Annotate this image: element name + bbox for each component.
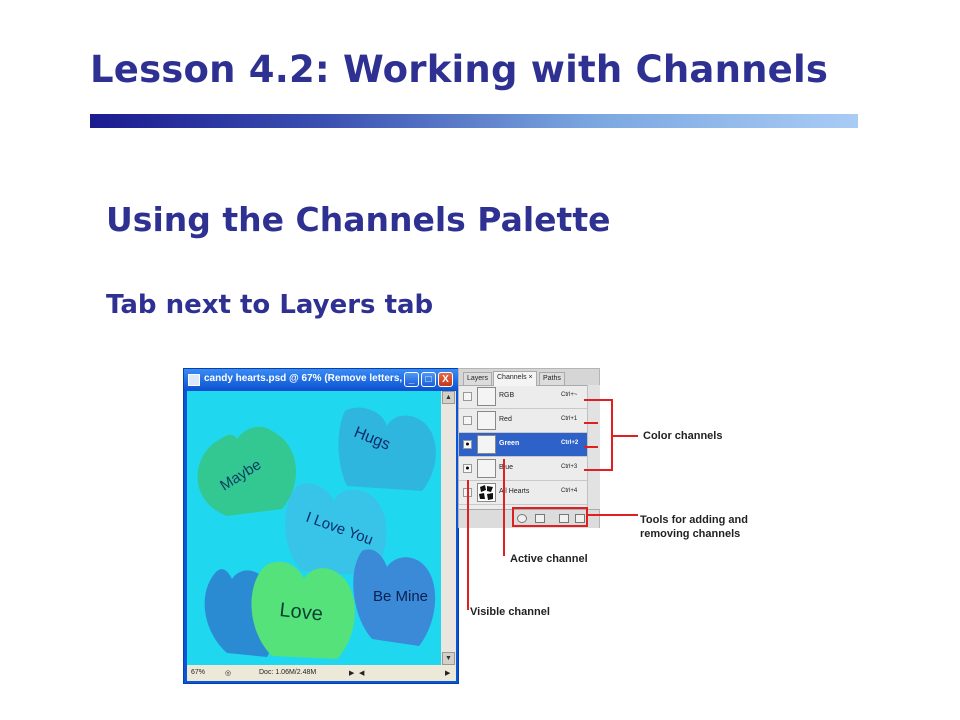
minimize-button[interactable]: _ [404,372,419,387]
candy-heart-hugs: Hugs [338,407,436,491]
tab-paths[interactable]: Paths [539,372,565,385]
load-selection-icon[interactable] [517,514,527,523]
channel-thumbnail [477,387,496,406]
candy-text-be-mine: Be Mine [373,588,428,605]
document-vertical-scrollbar[interactable]: ▲ ▼ [441,391,456,665]
annotation-color-channels: Color channels [643,430,723,442]
trash-icon[interactable] [575,514,585,523]
channel-row-red[interactable]: Red Ctrl+1 [459,409,587,433]
status-icon[interactable]: ◎ [225,670,232,677]
horizontal-scroll-left-icon[interactable]: ◀ [359,670,365,677]
channel-shortcut: Ctrl+4 [561,488,578,494]
channel-name: Red [499,416,512,423]
channel-thumbnail [477,483,496,502]
document-status-bar: 67% ◎ Doc: 1.06M/2.48M ▶ ◀ ▶ [187,665,456,681]
close-button[interactable]: X [438,372,453,387]
annotation-active-channel: Active channel [510,553,588,565]
tab-layers[interactable]: Layers [463,372,493,385]
document-titlebar[interactable]: candy hearts.psd @ 67% (Remove letters, … [184,369,458,391]
eye-icon[interactable]: ● [463,464,472,473]
candy-heart-love: Love [251,561,355,659]
document-title: candy hearts.psd @ 67% (Remove letters, … [204,373,402,384]
annotation-visible-channel: Visible channel [470,606,550,618]
new-channel-icon[interactable] [559,514,569,523]
tab-channels[interactable]: Channels × [493,371,537,386]
save-selection-icon[interactable] [535,514,545,523]
annotation-tools-line2: removing channels [640,528,741,540]
channel-shortcut: Ctrl+2 [561,440,579,446]
channel-name: Blue [499,464,514,471]
maximize-button[interactable]: □ [421,372,436,387]
slide-subtitle: Using the Channels Palette [106,200,611,239]
channels-palette: Layers Channels × Paths RGB Ctrl+~ Red C… [458,368,600,528]
zoom-level[interactable]: 67% [191,669,206,676]
horizontal-scroll-right-icon[interactable]: ▶ [445,670,451,677]
slide-title: Lesson 4.2: Working with Channels [90,48,829,91]
channel-row-blue[interactable]: ● Blue Ctrl+3 [459,457,587,481]
annotation-tools-line1: Tools for adding and [640,514,748,526]
channel-shortcut: Ctrl+~ [561,392,578,398]
channel-name: All Hearts [499,488,530,495]
scroll-down-icon[interactable]: ▼ [442,652,455,665]
channel-thumbnail [477,411,496,430]
channel-thumbnail [477,459,496,478]
visibility-toggle[interactable] [463,392,472,401]
eye-icon[interactable]: ● [463,440,472,449]
slide-bullet: Tab next to Layers tab [106,290,434,320]
candy-hearts-image: Maybe Hugs I Love You Be Mine Love [187,391,441,665]
document-size: Doc: 1.06M/2.48M [259,669,317,676]
status-arrow-icon[interactable]: ▶ [349,670,355,677]
image-canvas[interactable]: Maybe Hugs I Love You Be Mine Love [187,391,441,665]
palette-tabs: Layers Channels × Paths [459,369,599,386]
channel-thumbnail [477,435,496,454]
channel-name: RGB [499,392,515,399]
document-window: candy hearts.psd @ 67% (Remove letters, … [183,368,459,684]
channel-name: Green [499,440,520,447]
channel-shortcut: Ctrl+3 [561,464,578,470]
title-underline-bar [90,114,858,128]
channel-row-rgb[interactable]: RGB Ctrl+~ [459,385,587,409]
channel-row-green[interactable]: ● Green Ctrl+2 [459,433,587,457]
palette-toolbar [459,509,599,528]
scroll-up-icon[interactable]: ▲ [442,391,455,404]
visibility-toggle[interactable] [463,416,472,425]
document-icon [188,374,200,386]
candy-text-love: Love [278,599,323,625]
candy-heart-be-mine: Be Mine [353,549,436,646]
candy-heart-maybe: Maybe [197,426,296,516]
channel-shortcut: Ctrl+1 [561,416,578,422]
